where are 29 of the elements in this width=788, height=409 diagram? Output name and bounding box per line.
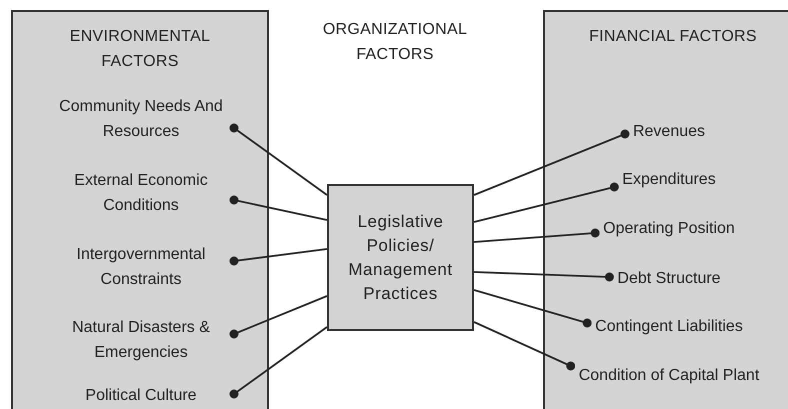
connector-line: [474, 182, 619, 223]
factor-label: Contingent Liabilities: [587, 314, 751, 339]
connector-line: [474, 130, 630, 196]
column-heading: ORGANIZATIONAL FACTORS: [322, 20, 468, 65]
connector-line: [474, 289, 592, 328]
connector-line: [230, 124, 328, 196]
box-text: Legislative Policies/ Management Practices: [347, 210, 454, 304]
connector-line: [230, 196, 328, 221]
connector-line: [474, 228, 600, 243]
factor-label: Condition of Capital Plant: [570, 363, 768, 388]
factor-label: Political Culture: [48, 383, 234, 408]
connector-line: [230, 248, 328, 266]
factor-label: External Economic Conditions: [48, 168, 234, 218]
process-box: [327, 184, 474, 331]
factor-label: Natural Disasters & Emergencies: [48, 315, 234, 365]
connector-line: [230, 295, 328, 338]
factor-label: Community Needs And Resources: [48, 94, 234, 144]
factor-label: Intergovernmental Constraints: [48, 242, 234, 292]
connector-line: [230, 326, 328, 398]
connector-line: [474, 271, 614, 282]
panel-heading: FINANCIAL FACTORS: [588, 27, 758, 47]
factor-panel: [543, 10, 788, 409]
factor-label: Revenues: [624, 119, 714, 144]
factor-label: Debt Structure: [609, 266, 729, 291]
factor-label: Expenditures: [614, 167, 724, 192]
panel-heading: ENVIRONMENTAL FACTORS: [68, 27, 212, 72]
connector-line: [474, 321, 576, 370]
factor-label: Operating Position: [595, 216, 743, 241]
factor-panel: [11, 10, 269, 409]
